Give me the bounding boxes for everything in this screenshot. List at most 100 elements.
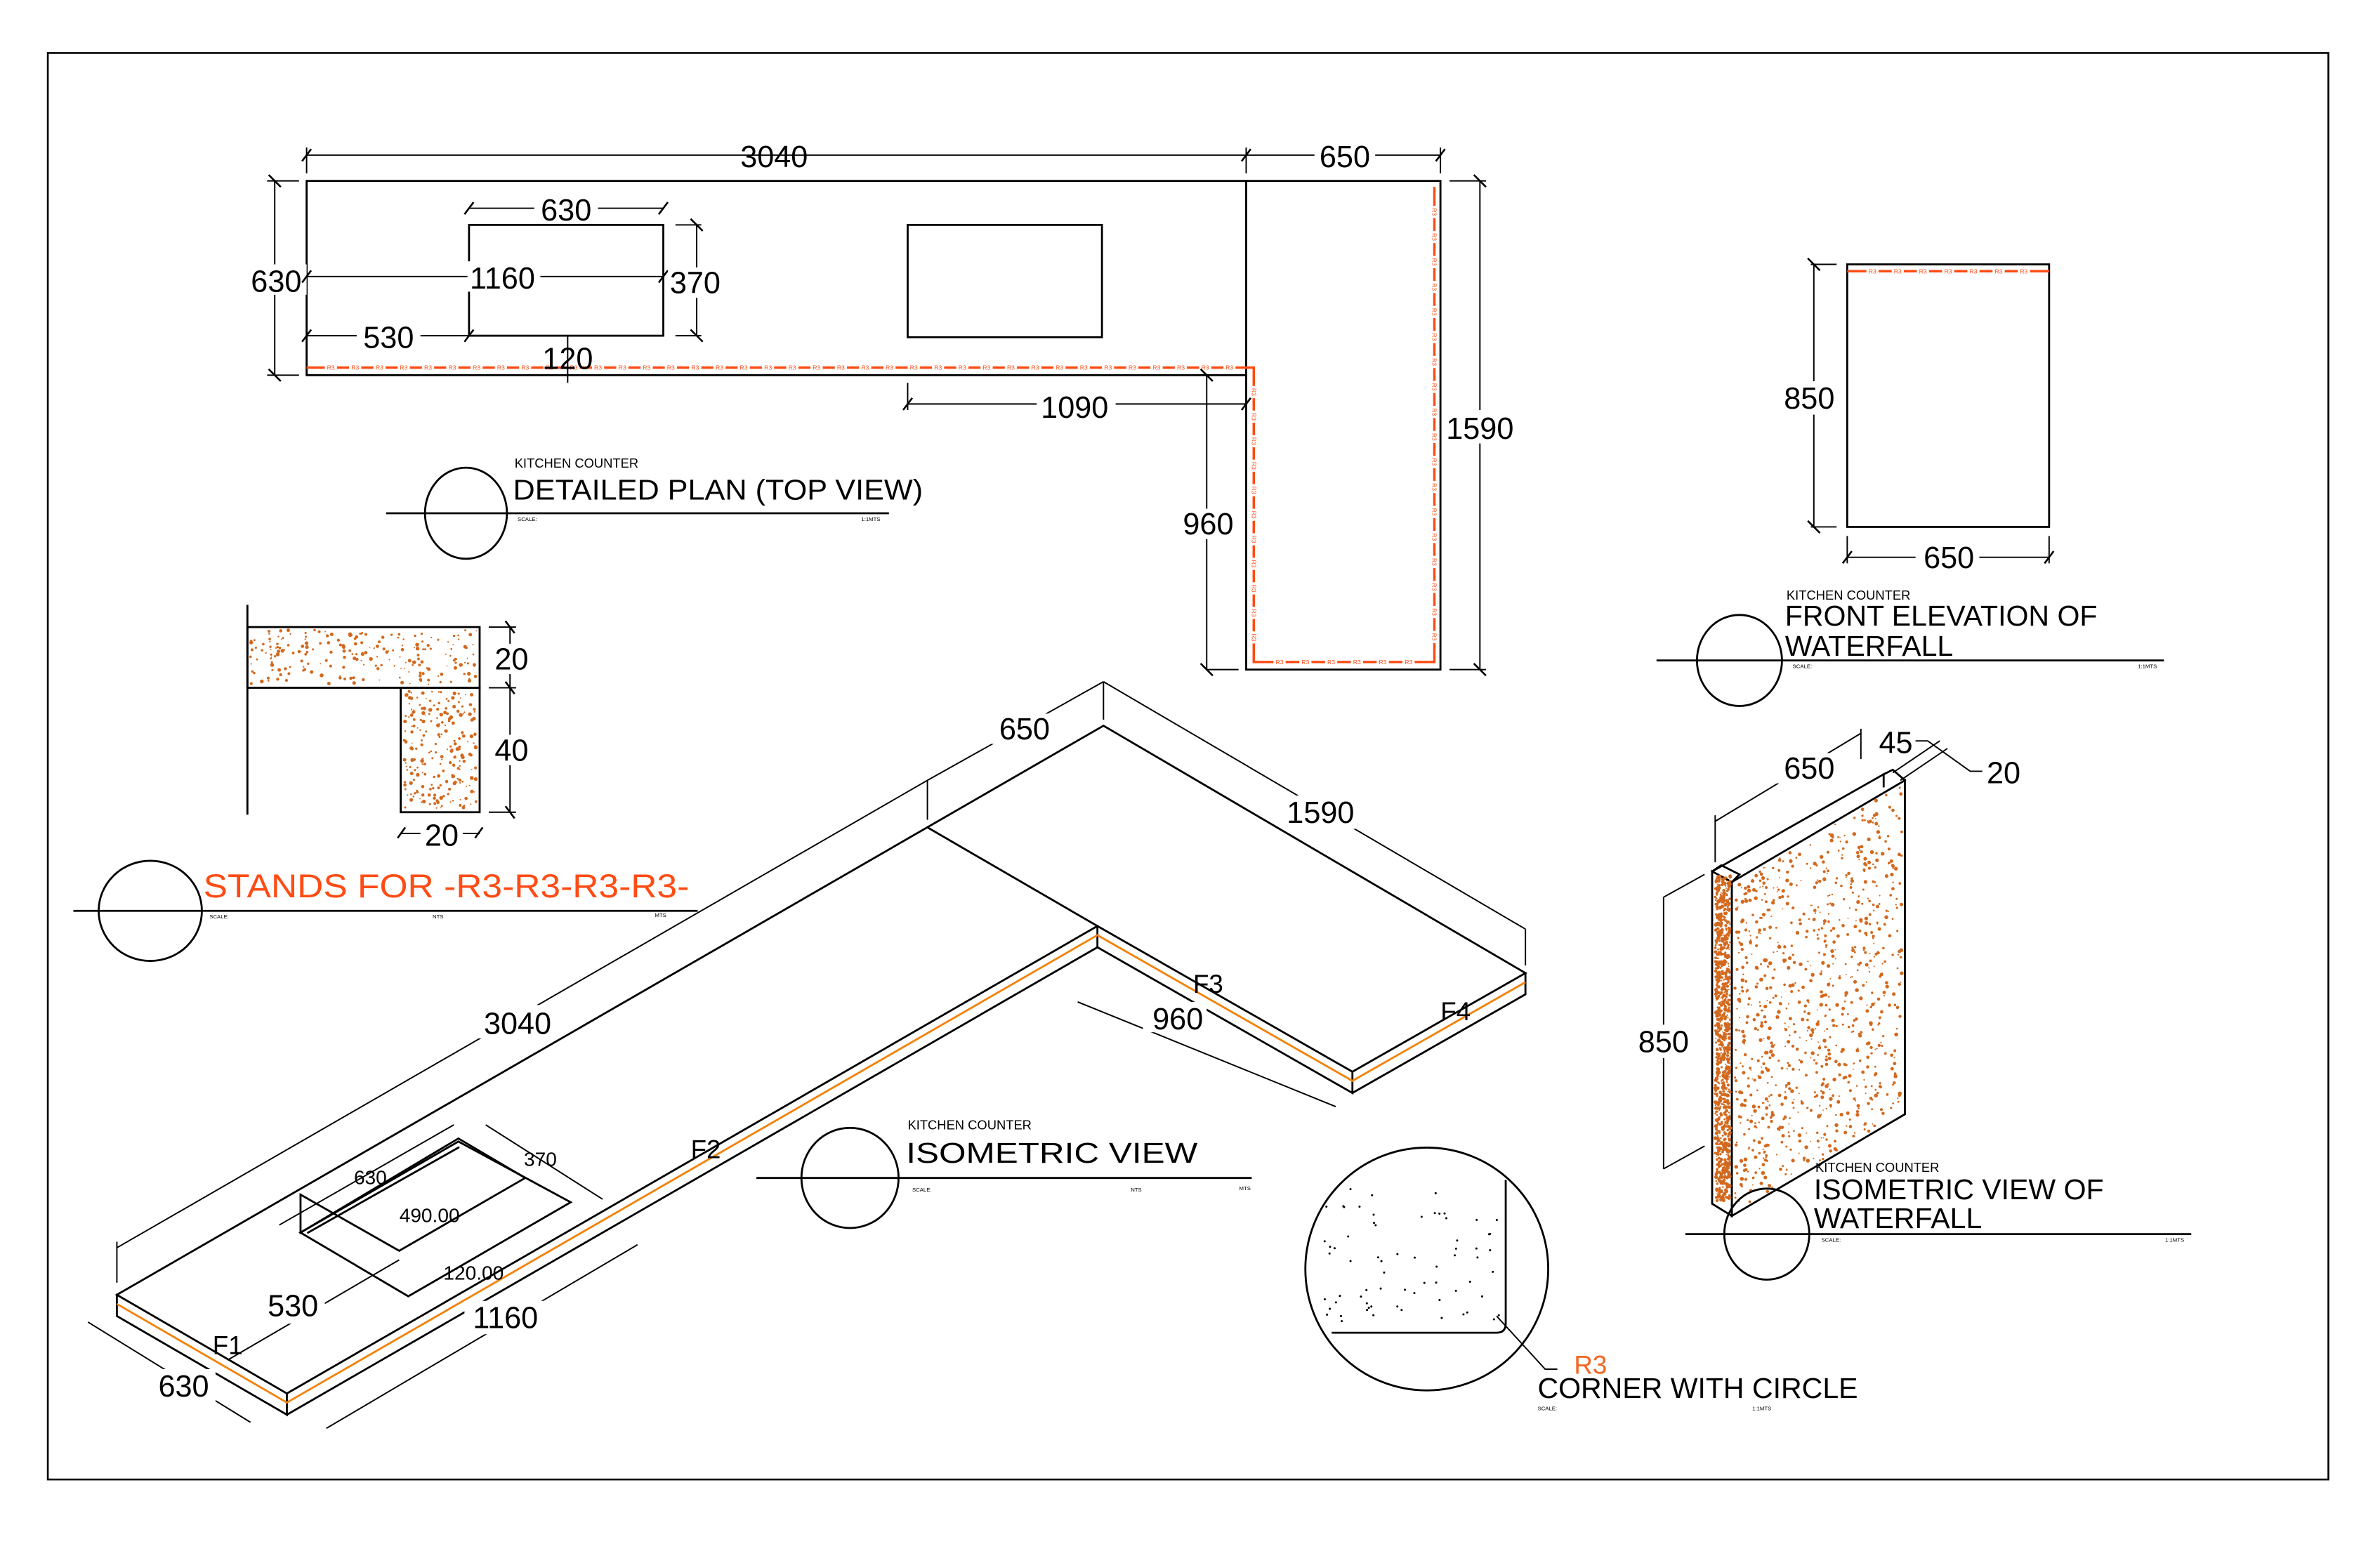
granite-speck — [1825, 944, 1828, 947]
granite-speck — [1766, 965, 1770, 968]
granite-speck — [1829, 894, 1831, 897]
granite-speck — [1853, 1062, 1855, 1064]
plan-edge-band — [306, 187, 1436, 664]
granite-speck — [1740, 887, 1742, 889]
granite-speck — [1787, 895, 1789, 898]
granite-speck — [409, 766, 412, 769]
edge-band-tag-gap — [421, 364, 435, 371]
granite-speck — [1840, 884, 1843, 888]
granite-speck — [1776, 886, 1778, 888]
granite-speck — [1728, 1126, 1733, 1130]
texture-dot — [1487, 1233, 1490, 1236]
granite-speck — [1751, 954, 1753, 955]
granite-speck — [1716, 952, 1720, 956]
granite-speck — [1859, 965, 1861, 967]
granite-speck — [1728, 994, 1731, 997]
granite-speck — [1747, 888, 1751, 893]
granite-speck — [1717, 935, 1719, 937]
granite-speck — [1714, 950, 1718, 954]
edge-band-tag-gap — [1431, 381, 1438, 393]
plan-scale-value: 1:1MTS — [861, 516, 880, 522]
granite-speck — [403, 720, 407, 724]
granite-speck — [469, 753, 473, 757]
granite-speck — [1792, 961, 1796, 965]
edge-band-tag-gap — [1249, 410, 1258, 423]
edge-band-tag: R3 — [1250, 487, 1257, 494]
granite-speck — [1723, 905, 1725, 907]
granite-speck — [1872, 863, 1874, 866]
granite-speck — [471, 769, 473, 770]
edge-band-tag-gap — [907, 364, 920, 371]
granite-speck — [1825, 1084, 1829, 1088]
granite-speck — [1776, 891, 1778, 892]
granite-speck — [1853, 951, 1856, 954]
granite-speck — [1715, 1038, 1717, 1040]
granite-speck — [1810, 1038, 1813, 1040]
granite-speck — [449, 760, 452, 765]
granite-speck — [402, 739, 405, 742]
granite-speck — [1721, 1013, 1725, 1017]
granite-speck — [1761, 1102, 1764, 1104]
granite-speck — [1881, 972, 1883, 975]
granite-speck — [1786, 902, 1788, 904]
granite-speck — [1765, 1106, 1769, 1110]
edge-band-tag-gap — [640, 364, 653, 371]
granite-speck — [1751, 1184, 1754, 1186]
edge-band-tag-gap — [1431, 206, 1438, 218]
granite-speck — [1718, 1130, 1721, 1133]
granite-speck — [419, 798, 421, 800]
granite-speck — [1728, 1041, 1731, 1045]
granite-speck — [1714, 956, 1718, 960]
texture-dot — [1433, 1212, 1436, 1215]
dim-tick — [1199, 368, 1214, 382]
sheet-frame — [46, 52, 2329, 1481]
granite-speck — [1717, 985, 1721, 989]
granite-speck — [438, 675, 440, 678]
granite-speck — [1747, 1084, 1750, 1088]
granite-speck — [1809, 1109, 1813, 1112]
granite-speck — [1754, 1155, 1758, 1159]
granite-speck — [1834, 1123, 1839, 1128]
granite-speck — [1884, 840, 1887, 843]
granite-speck — [1793, 1130, 1795, 1133]
granite-speck — [1716, 1059, 1719, 1062]
granite-speck — [432, 787, 435, 790]
iso-dim-line-inner-return — [1077, 1001, 1336, 1107]
dim-tick — [2044, 550, 2055, 565]
granite-speck — [1716, 1136, 1720, 1140]
granite-speck — [1788, 851, 1792, 855]
granite-speck — [1826, 1027, 1829, 1031]
granite-speck — [1737, 997, 1741, 1002]
granite-speck — [1831, 893, 1834, 896]
granite-speck — [412, 724, 416, 728]
granite-speck — [1817, 1041, 1819, 1043]
granite-speck — [1813, 1158, 1815, 1160]
granite-speck — [1855, 988, 1859, 992]
granite-speck — [1862, 888, 1865, 891]
edge-band-tag: R3 — [1431, 458, 1438, 466]
granite-speck — [1883, 960, 1886, 963]
granite-speck — [449, 715, 454, 720]
edge-band-tag-gap — [761, 364, 775, 371]
granite-speck — [1724, 1015, 1728, 1019]
granite-speck — [1723, 982, 1728, 986]
granite-speck — [1715, 1010, 1718, 1013]
granite-speck — [1722, 1058, 1725, 1062]
granite-speck — [276, 642, 279, 645]
granite-speck — [1817, 1009, 1819, 1011]
granite-speck — [1777, 1093, 1782, 1097]
granite-speck — [414, 711, 416, 713]
edge-band-tag-gap — [1150, 364, 1163, 371]
granite-speck — [1773, 951, 1775, 954]
granite-speck — [1763, 866, 1765, 869]
dim-label-sink-front-offset: 120 — [542, 343, 593, 376]
granite-speck — [1817, 1020, 1820, 1023]
granite-speck — [1723, 1022, 1727, 1026]
granite-speck — [1825, 1014, 1827, 1017]
granite-speck — [1747, 1003, 1750, 1006]
granite-speck — [1719, 1172, 1723, 1176]
granite-speck — [291, 652, 295, 654]
granite-speck — [473, 791, 475, 793]
granite-speck — [1819, 1003, 1823, 1007]
granite-speck — [433, 793, 437, 797]
